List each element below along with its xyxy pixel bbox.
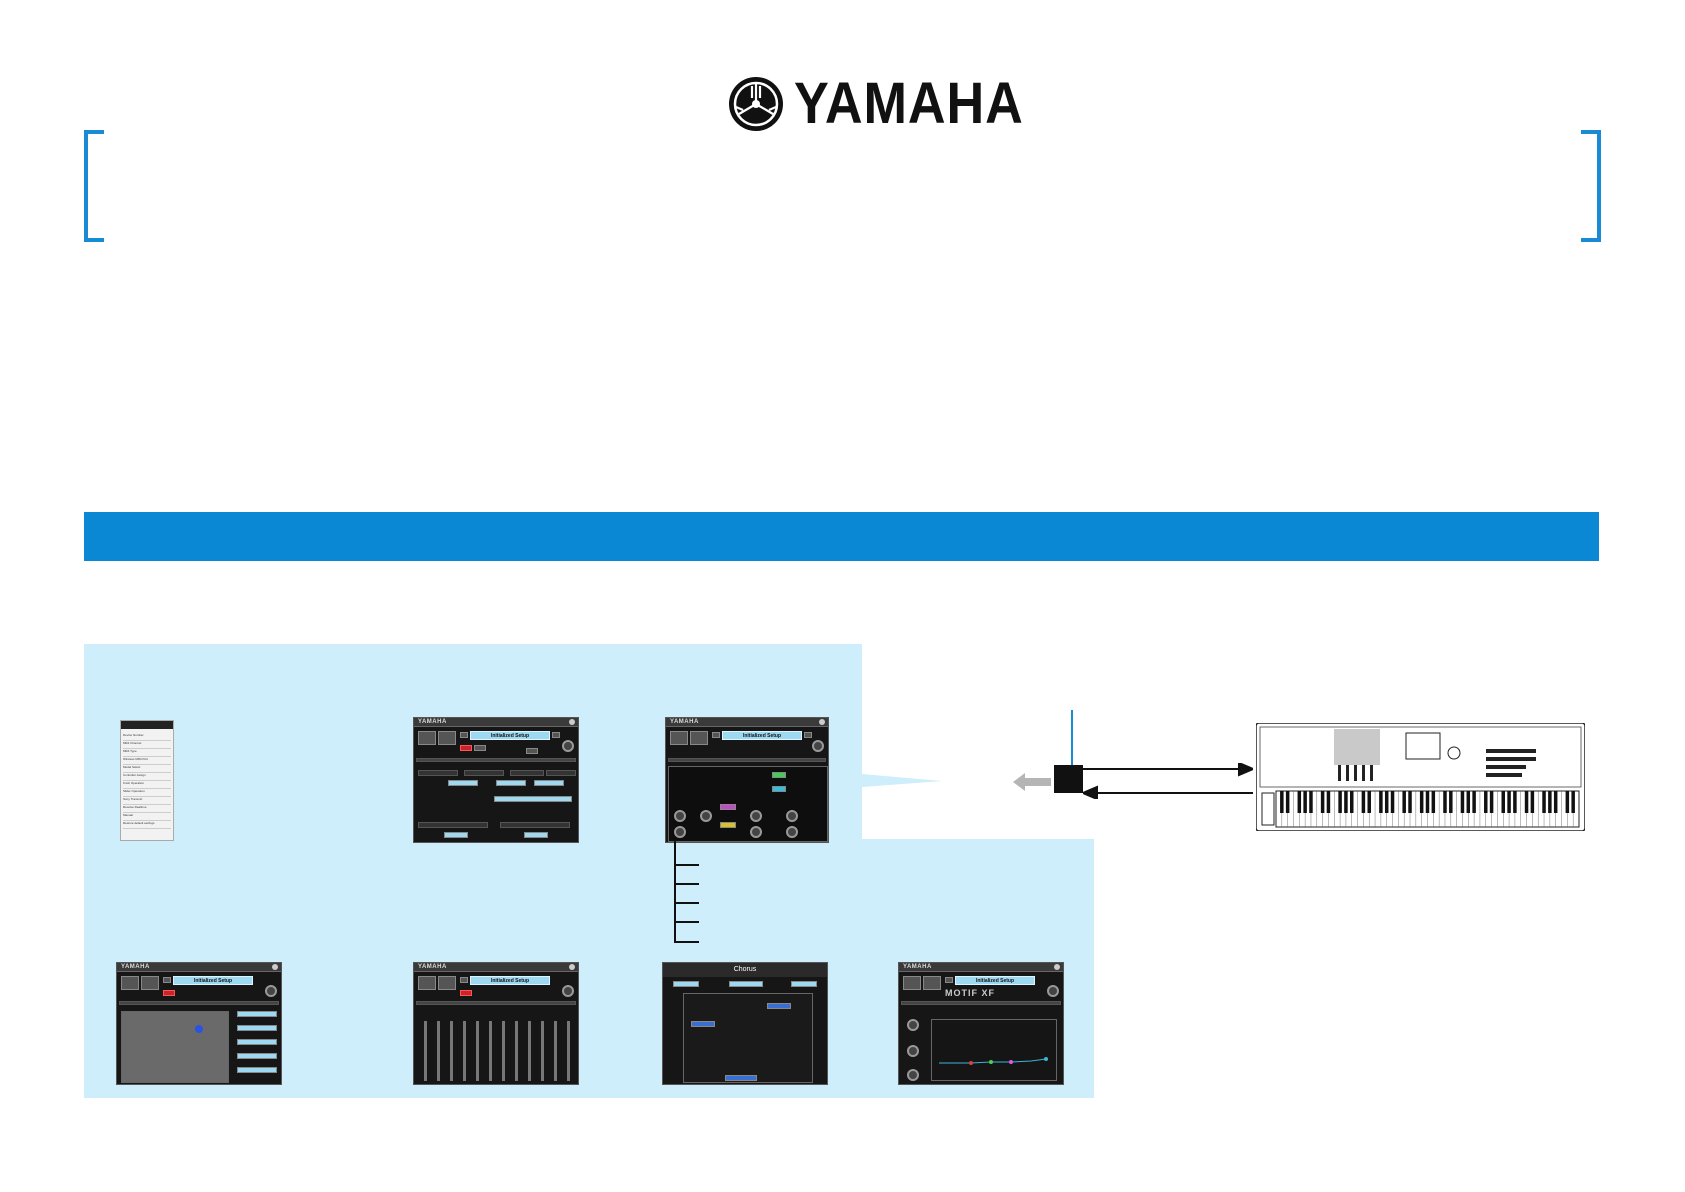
settings-item[interactable]: Wireless MIDI Port — [123, 757, 171, 765]
black-key — [1530, 791, 1535, 813]
performance-title: Initialized Setup — [470, 731, 550, 740]
black-key — [1548, 791, 1552, 813]
settings-item[interactable]: Model Select — [123, 765, 171, 773]
black-key — [1484, 791, 1488, 813]
black-key — [1350, 791, 1354, 813]
black-key — [1280, 791, 1284, 813]
settings-list: Device Number MIDI Channel MIDI Type Wir… — [123, 733, 171, 829]
midi-signal-arrows — [1083, 763, 1253, 799]
black-key — [1524, 791, 1529, 813]
black-key — [1384, 791, 1389, 813]
black-key — [1501, 791, 1505, 813]
black-key — [1571, 791, 1575, 813]
settings-item[interactable]: MIDI Channel — [123, 741, 171, 749]
xy-title: Initialized Setup — [173, 976, 253, 985]
black-key — [1507, 791, 1511, 813]
black-key — [1303, 791, 1307, 813]
black-key — [1297, 791, 1302, 813]
xy-cursor[interactable] — [195, 1025, 203, 1033]
black-key — [1513, 791, 1517, 813]
effect-type-list-screen: Chorus — [662, 962, 828, 1085]
motif-xf-synthesizer-illustration — [1256, 723, 1585, 831]
black-key — [1338, 791, 1342, 813]
close-icon[interactable] — [819, 719, 825, 725]
section-heading-bar — [84, 512, 1599, 561]
eq-screen: YAMAHA Initialized Setup MOTIF XF — [898, 962, 1064, 1085]
black-key — [1449, 791, 1453, 813]
black-key — [1425, 791, 1430, 813]
black-key — [1460, 791, 1465, 813]
flow-arrow-icon — [1013, 773, 1051, 791]
black-key — [1320, 791, 1325, 813]
black-key — [1472, 791, 1476, 813]
settings-item[interactable]: Restore default settings — [123, 821, 171, 829]
cable-icon — [1071, 710, 1073, 768]
black-key — [1379, 791, 1383, 813]
eq-curve — [939, 1057, 1048, 1065]
effect-routing-screen: YAMAHA Initialized Setup — [665, 717, 829, 843]
black-key — [1285, 791, 1290, 813]
black-key — [1431, 791, 1436, 813]
xy-pad[interactable] — [121, 1011, 229, 1083]
mixer-title: Initialized Setup — [470, 976, 550, 985]
settings-item[interactable]: Slider Operation — [123, 789, 171, 797]
settings-item[interactable]: Manual — [123, 813, 171, 821]
settings-screen: Device Number MIDI Channel MIDI Type Wir… — [120, 720, 174, 841]
left-bracket — [84, 130, 104, 242]
close-icon[interactable] — [1054, 964, 1060, 970]
midi-port-icon — [1054, 765, 1083, 793]
close-icon[interactable] — [569, 719, 575, 725]
black-key — [1408, 791, 1412, 813]
window-brand: YAMAHA — [670, 719, 699, 725]
right-bracket — [1581, 130, 1601, 242]
window-brand: YAMAHA — [418, 964, 447, 970]
window-brand: YAMAHA — [121, 964, 150, 970]
black-key — [1402, 791, 1406, 813]
black-key — [1361, 791, 1366, 813]
black-key — [1390, 791, 1395, 813]
eq-title: Initialized Setup — [955, 976, 1035, 985]
performance-screen: YAMAHA Initialized Setup — [413, 717, 579, 843]
yamaha-logo: YAMAHA — [728, 70, 1049, 137]
black-key — [1367, 791, 1371, 813]
app-screens-panel — [84, 644, 1094, 1098]
black-key — [1542, 791, 1546, 813]
black-key — [1326, 791, 1331, 813]
settings-item[interactable]: Sony Transmit — [123, 797, 171, 805]
window-brand: YAMAHA — [418, 719, 447, 725]
effect-title: Initialized Setup — [722, 731, 802, 740]
brand-wordmark: YAMAHA — [794, 71, 1024, 136]
settings-item[interactable]: Device Number — [123, 733, 171, 741]
xy-pad-screen: YAMAHA Initialized Setup — [116, 962, 282, 1085]
black-key — [1466, 791, 1471, 813]
yamaha-tuning-forks-icon — [729, 76, 783, 131]
black-key — [1553, 791, 1558, 813]
eq-graph[interactable] — [931, 1019, 1057, 1081]
motif-label: MOTIF XF — [945, 988, 995, 998]
black-key — [1565, 791, 1570, 813]
mixer-screen: YAMAHA Initialized Setup — [413, 962, 579, 1085]
black-key — [1443, 791, 1447, 813]
window-brand: YAMAHA — [903, 964, 932, 970]
black-key — [1489, 791, 1494, 813]
black-key — [1419, 791, 1424, 813]
black-key — [1344, 791, 1348, 813]
close-icon[interactable] — [272, 964, 278, 970]
settings-item[interactable]: MIDI Type — [123, 749, 171, 757]
settings-item[interactable]: Knob Operation — [123, 781, 171, 789]
chorus-title: Chorus — [663, 963, 827, 977]
settings-item[interactable]: Receive Realtime — [123, 805, 171, 813]
close-icon[interactable] — [569, 964, 575, 970]
black-key — [1309, 791, 1313, 813]
screen-tree-connector — [674, 840, 699, 943]
settings-item[interactable]: Controller Assign — [123, 773, 171, 781]
